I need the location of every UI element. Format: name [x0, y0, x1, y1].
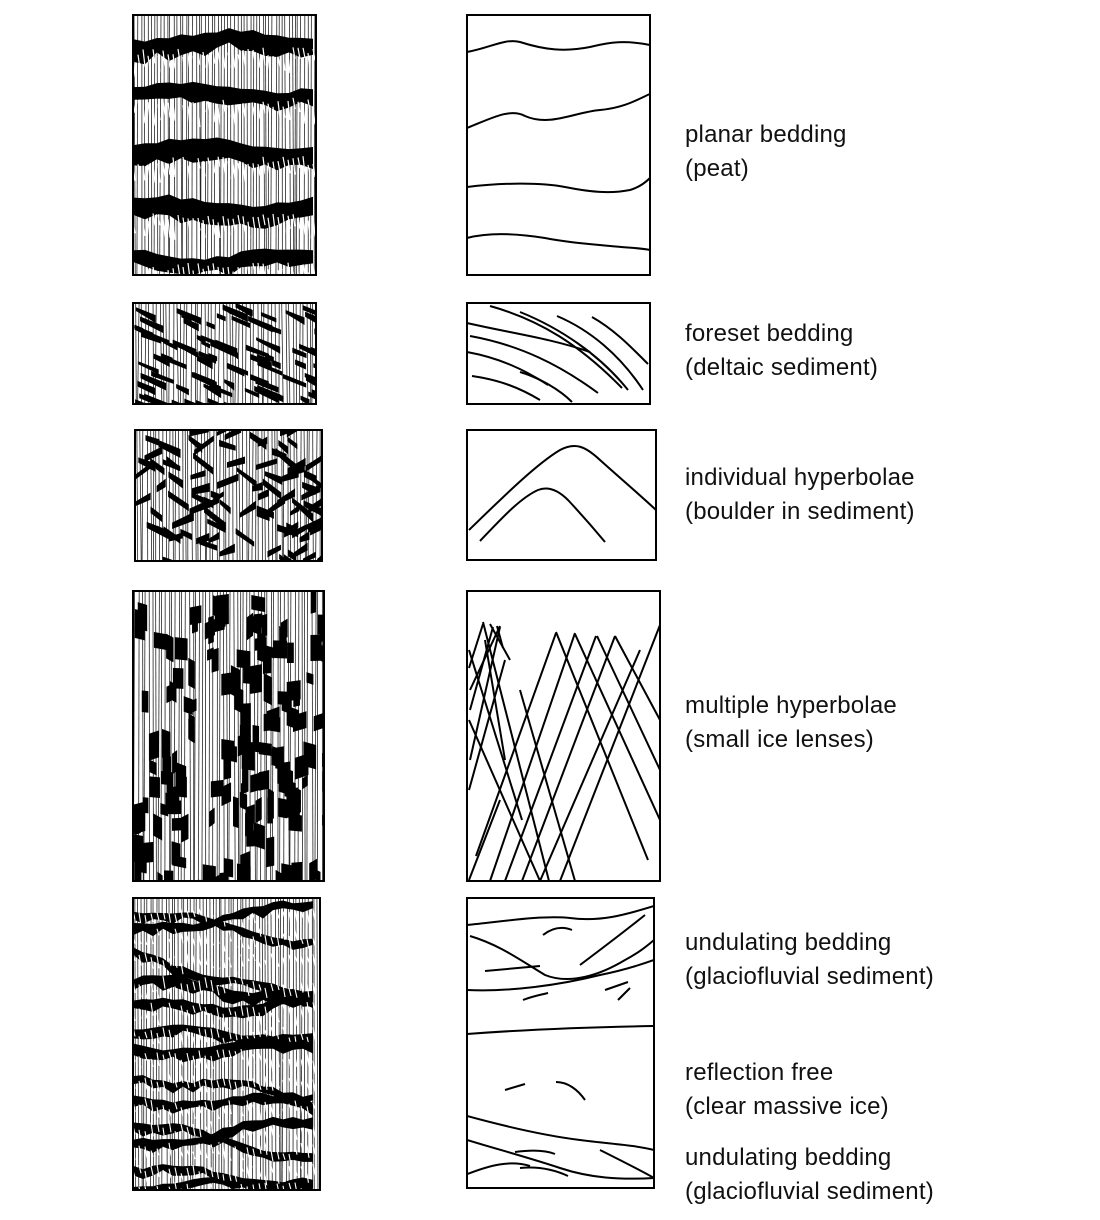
- interpretation-individual-hyperbolae: [466, 429, 657, 561]
- label-undulating-bedding-lower: undulating bedding (glaciofluvial sedime…: [685, 1141, 934, 1209]
- radargram-foreset-bedding: [132, 302, 317, 405]
- interpretation-multiple-hyperbolae: [466, 590, 661, 882]
- radargram-planar-bedding: [132, 14, 317, 276]
- label-planar-bedding: planar bedding (peat): [685, 118, 847, 186]
- radargram-multiple-hyperbolae: [132, 590, 325, 882]
- label-title: undulating bedding: [685, 929, 892, 956]
- label-title: foreset bedding: [685, 320, 854, 347]
- label-subtitle: (glaciofluvial sediment): [685, 1178, 934, 1205]
- interpretation-planar-bedding: [466, 14, 651, 276]
- label-subtitle: (small ice lenses): [685, 726, 874, 753]
- label-title: reflection free: [685, 1059, 834, 1086]
- interpretation-foreset-bedding: [466, 302, 651, 405]
- label-title: individual hyperbolae: [685, 464, 915, 491]
- interpretation-undulating-and-reflection-free: [466, 897, 655, 1189]
- radargram-individual-hyperbolae: [134, 429, 323, 562]
- label-individual-hyperbolae: individual hyperbolae (boulder in sedime…: [685, 461, 915, 529]
- label-undulating-bedding-upper: undulating bedding (glaciofluvial sedime…: [685, 926, 934, 994]
- label-subtitle: (peat): [685, 155, 749, 182]
- label-subtitle: (deltaic sediment): [685, 354, 879, 381]
- label-multiple-hyperbolae: multiple hyperbolae (small ice lenses): [685, 689, 897, 757]
- label-subtitle: (glaciofluvial sediment): [685, 963, 934, 990]
- label-reflection-free: reflection free (clear massive ice): [685, 1056, 889, 1124]
- label-subtitle: (clear massive ice): [685, 1093, 889, 1120]
- label-title: planar bedding: [685, 121, 847, 148]
- label-title: undulating bedding: [685, 1144, 892, 1171]
- label-subtitle: (boulder in sediment): [685, 498, 915, 525]
- label-foreset-bedding: foreset bedding (deltaic sediment): [685, 317, 878, 385]
- radargram-undulating-and-reflection-free: [132, 897, 321, 1191]
- label-title: multiple hyperbolae: [685, 692, 897, 719]
